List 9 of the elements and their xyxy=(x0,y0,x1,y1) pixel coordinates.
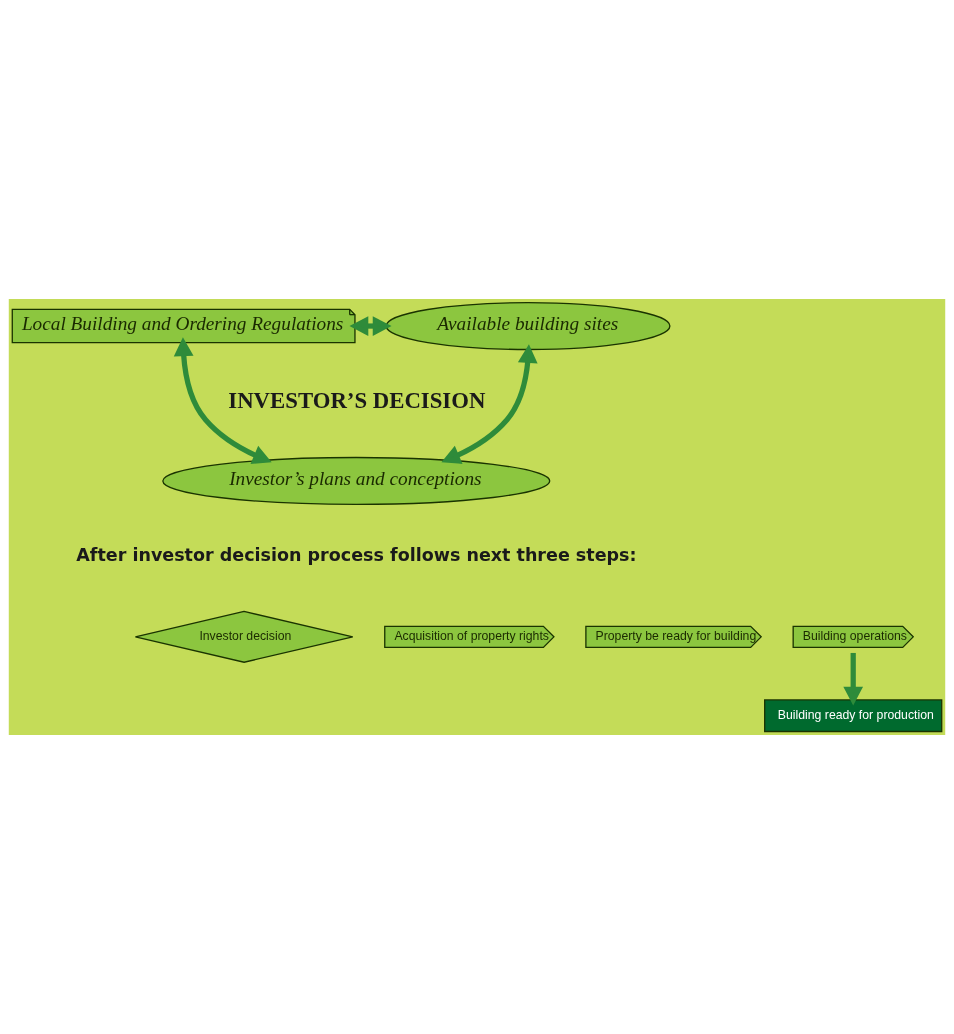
node-box: Building ready for production xyxy=(764,699,943,733)
arrow xyxy=(173,337,272,464)
node-ellipse: Investor’s plans and conceptions xyxy=(162,456,551,506)
label: After investor decision process follows next three steps: xyxy=(76,545,637,566)
arrow xyxy=(441,344,538,464)
arrow xyxy=(843,652,864,706)
node-ellipse: Available building sites xyxy=(385,301,671,351)
label: INVESTOR’S DECISION xyxy=(228,388,486,414)
node-diamond: Investor decision xyxy=(134,610,354,663)
